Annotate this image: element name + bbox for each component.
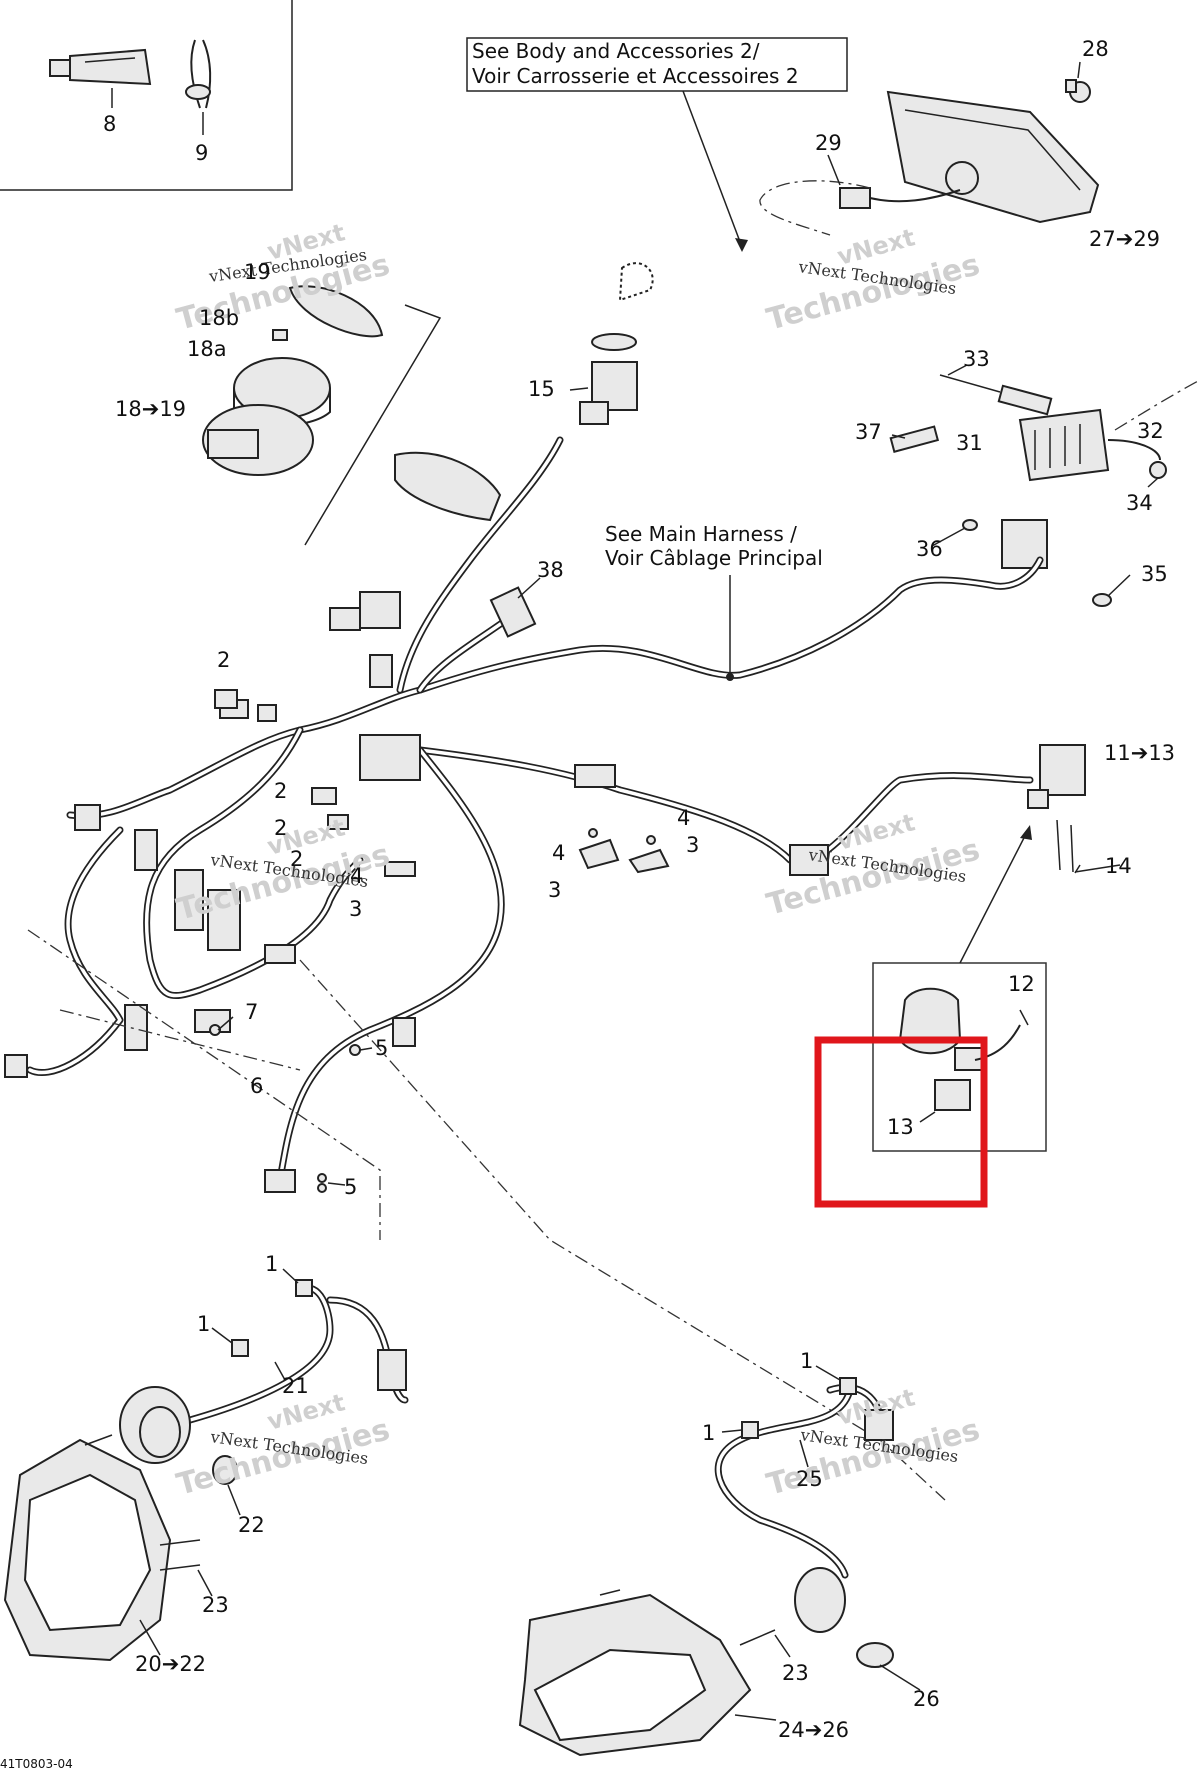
callout-12: 12 — [1008, 972, 1035, 996]
callout-23a: 23 — [202, 1593, 229, 1617]
callout-19: 19 — [244, 260, 271, 284]
callout-2c: 2 — [274, 816, 287, 840]
callout-1a: 1 — [265, 1252, 278, 1276]
callout-4a: 4 — [350, 864, 363, 888]
voltage-regulator — [889, 374, 1200, 607]
callout-37: 37 — [855, 420, 882, 444]
callout-32: 32 — [1137, 419, 1164, 443]
callout-4b: 4 — [677, 806, 690, 830]
callout-27-29: 27➔29 — [1089, 227, 1160, 251]
callout-18b: 18b — [199, 306, 239, 330]
cable-tie-icon — [185, 39, 212, 109]
connector-icon — [839, 187, 871, 209]
highlight-box — [814, 1036, 988, 1208]
callout-26: 26 — [913, 1687, 940, 1711]
callout-6: 6 — [250, 1074, 263, 1098]
see-main-harness-note: See Main Harness / Voir Câblage Principa… — [605, 522, 823, 681]
callout-21: 21 — [282, 1374, 309, 1398]
gauge-assembly — [202, 285, 502, 546]
callout-labels: 8 9 28 29 27➔29 19 18b 18a 18➔19 15 33 3… — [103, 37, 1175, 1742]
callout-23b: 23 — [782, 1661, 809, 1685]
callout-1b: 1 — [197, 1312, 210, 1336]
callout-20-22: 20➔22 — [135, 1652, 206, 1676]
sealant-tube-icon — [49, 48, 152, 86]
callout-22: 22 — [238, 1513, 265, 1537]
callout-7: 7 — [245, 1000, 258, 1024]
callout-3a: 3 — [349, 897, 362, 921]
callout-1c: 1 — [800, 1349, 813, 1373]
right-headlight — [518, 1377, 894, 1757]
main-harness — [26, 436, 1044, 1184]
note-main-harness-line2: Voir Câblage Principal — [605, 546, 823, 570]
callout-13: 13 — [887, 1115, 914, 1139]
callout-36: 36 — [916, 537, 943, 561]
harness-connectors — [4, 586, 1086, 1193]
callout-14: 14 — [1105, 854, 1132, 878]
callout-2a: 2 — [217, 648, 230, 672]
callout-29: 29 — [815, 131, 842, 155]
callout-24-26: 24➔26 — [778, 1718, 849, 1742]
callout-25: 25 — [796, 1467, 823, 1491]
note-body-accessories-line1: See Body and Accessories 2/ — [472, 39, 760, 63]
ignition-switch — [579, 262, 654, 425]
callout-8: 8 — [103, 112, 116, 136]
left-headlight — [3, 1279, 409, 1662]
callout-18-19: 18➔19 — [115, 397, 186, 421]
callout-3b: 3 — [686, 833, 699, 857]
callout-28: 28 — [1082, 37, 1109, 61]
instrument-cluster — [759, 79, 1100, 236]
callout-38: 38 — [537, 558, 564, 582]
callout-34: 34 — [1126, 491, 1153, 515]
callout-1d: 1 — [702, 1421, 715, 1445]
callout-4c: 4 — [552, 841, 565, 865]
note-body-accessories-line2: Voir Carrosserie et Accessoires 2 — [472, 64, 799, 88]
see-body-accessories-note: See Body and Accessories 2/ Voir Carross… — [466, 37, 848, 252]
callout-5b: 5 — [344, 1175, 357, 1199]
callout-31: 31 — [956, 431, 983, 455]
callout-11-13: 11➔13 — [1104, 741, 1175, 765]
watermark-top-4: vNext — [834, 808, 918, 855]
clips — [209, 689, 670, 1193]
callout-2b: 2 — [274, 779, 287, 803]
reference-lines — [27, 929, 946, 1501]
callout-33: 33 — [963, 347, 990, 371]
inset-box-top-left — [0, 0, 293, 191]
callout-35: 35 — [1141, 562, 1168, 586]
callout-9: 9 — [195, 141, 208, 165]
note-main-harness-line1: See Main Harness / — [605, 522, 797, 546]
leader-lines — [139, 61, 1159, 1721]
drawing-number: 41T0803-04 — [0, 1757, 73, 1771]
callout-3c: 3 — [548, 878, 561, 902]
callout-5a: 5 — [375, 1036, 388, 1060]
callout-18a: 18a — [187, 337, 227, 361]
callout-15: 15 — [528, 377, 555, 401]
callout-2d: 2 — [290, 847, 303, 871]
watermarks: vNext Technologies vNext Technologies vN… — [173, 218, 983, 1502]
